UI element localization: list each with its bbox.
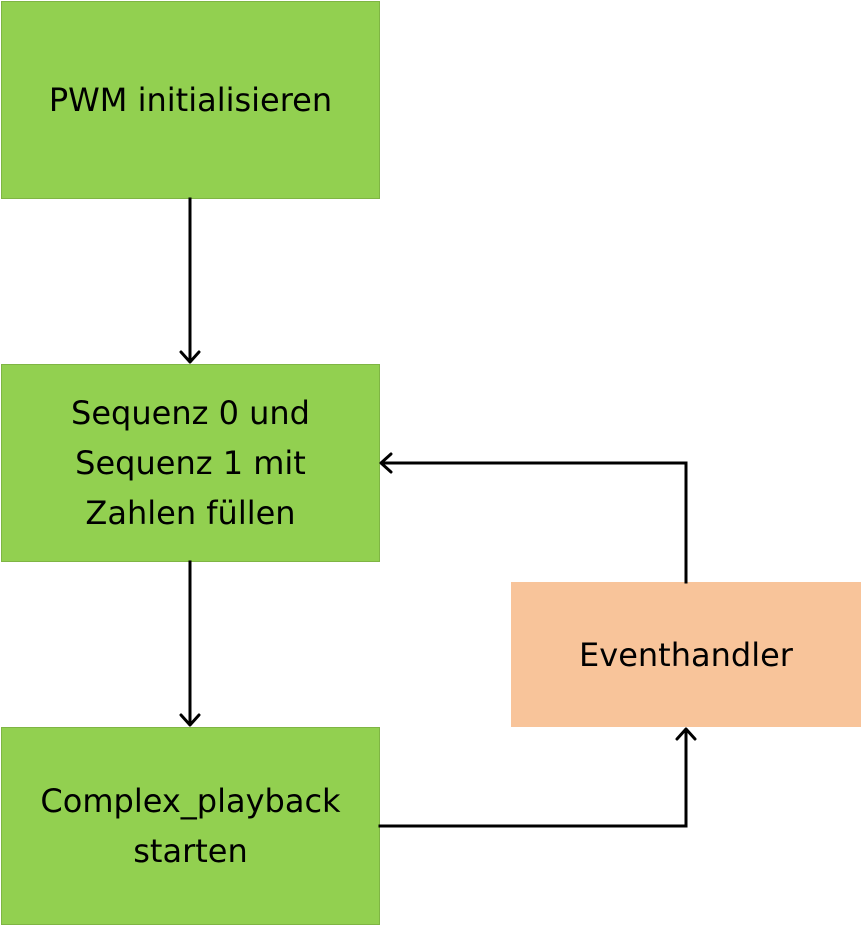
- node-complex-playback-label: Complex_playback starten: [40, 782, 341, 870]
- node-eventhandler-label: Eventhandler: [579, 635, 793, 674]
- edge-sequences-to-playback-arrowhead: [179, 713, 201, 727]
- edge-sequences-to-playback: [179, 560, 201, 727]
- edge-playback-to-eventhandler-line: [378, 728, 688, 828]
- edge-eventhandler-to-sequences: [379, 452, 688, 584]
- edge-eventhandler-to-sequences-line: [380, 461, 688, 584]
- node-pwm-init-label: PWM initialisieren: [48, 81, 333, 119]
- node-pwm-init: PWM initialisieren: [1, 1, 380, 199]
- node-fill-sequences-label: Sequenz 0 und Sequenz 1 mit Zahlen fülle…: [71, 394, 310, 532]
- node-complex-playback: Complex_playback starten: [1, 727, 380, 925]
- edge-playback-to-eventhandler-arrowhead: [675, 727, 697, 741]
- edge-pwm-to-sequences-arrowhead: [179, 350, 201, 364]
- node-fill-sequences: Sequenz 0 und Sequenz 1 mit Zahlen fülle…: [1, 364, 380, 562]
- edge-eventhandler-to-sequences-arrowhead: [379, 452, 393, 474]
- node-eventhandler: Eventhandler: [511, 582, 861, 727]
- edge-playback-to-eventhandler: [378, 727, 697, 828]
- edge-pwm-to-sequences: [179, 197, 201, 364]
